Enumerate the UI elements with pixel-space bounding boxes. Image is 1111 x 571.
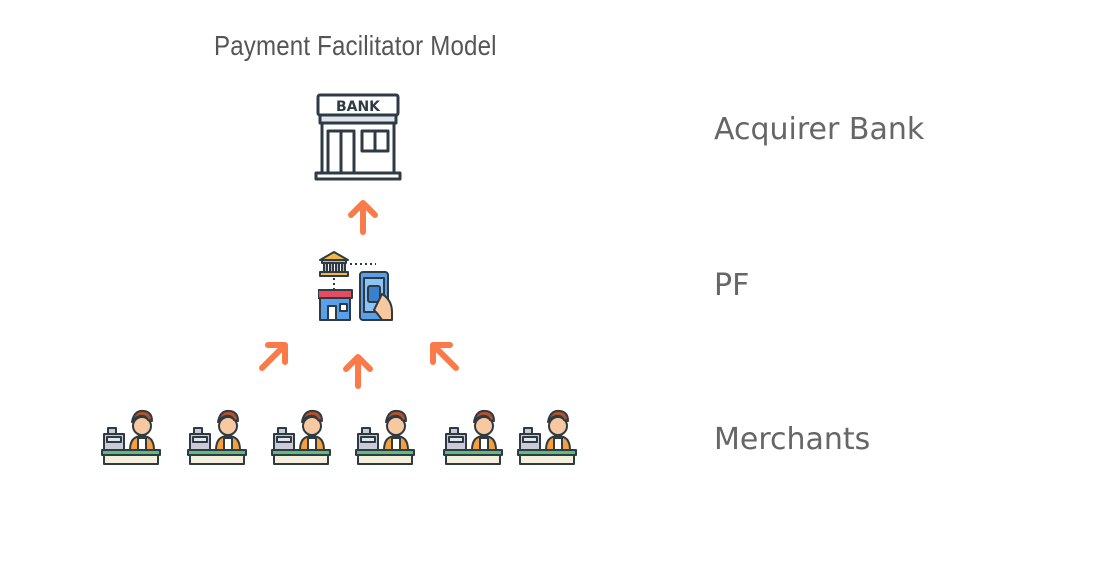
merchant-cashier-icon	[354, 406, 418, 470]
bank-sign-text: BANK	[336, 99, 381, 115]
acquirer-bank-label: Acquirer Bank	[714, 112, 925, 147]
diagram-title: Payment Facilitator Model	[214, 30, 497, 61]
arrow-up-right-icon	[254, 336, 294, 376]
arrow-up-icon	[343, 196, 383, 236]
merchant-cashier-icon	[442, 406, 506, 470]
bank-building-icon: BANK	[314, 93, 402, 181]
arrow-up-left-icon	[424, 336, 464, 376]
arrow-up-icon	[338, 350, 378, 390]
merchants-label: Merchants	[714, 422, 871, 457]
pf-label: PF	[714, 268, 750, 303]
merchant-cashier-icon	[516, 406, 580, 470]
merchant-cashier-icon	[270, 406, 334, 470]
merchant-cashier-icon	[186, 406, 250, 470]
payment-facilitator-icon	[317, 250, 398, 322]
merchant-cashier-icon	[100, 406, 164, 470]
